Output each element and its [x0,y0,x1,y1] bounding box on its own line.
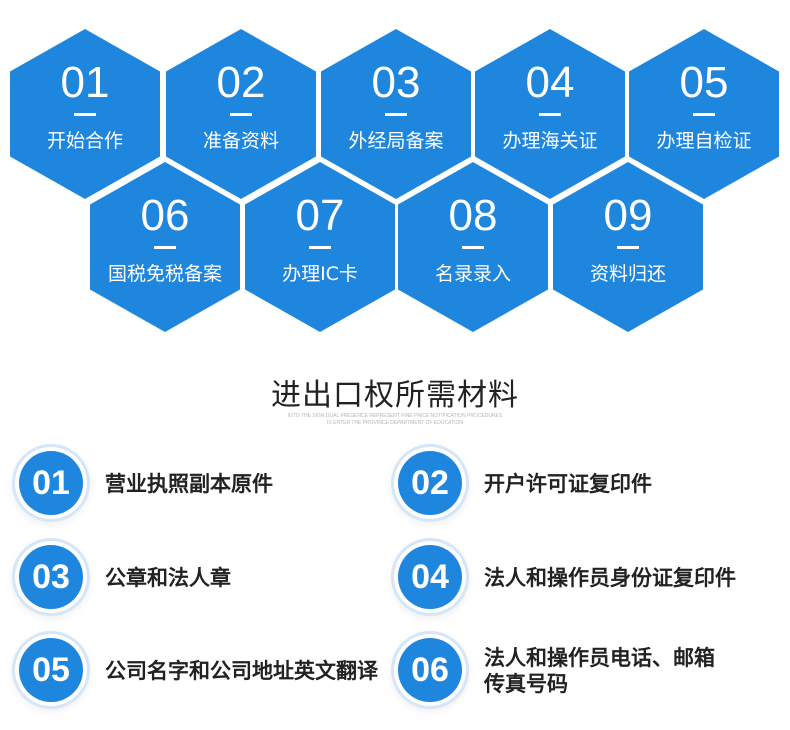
step-hex-09: 09 资料归还 [553,162,703,332]
material-text-04: 法人和操作员身份证复印件 [484,566,736,590]
step-hex-04: 04 办理海关证 [475,29,625,199]
step-label: 外经局备案 [348,130,444,152]
material-number: 01 [32,464,70,502]
step-divider [693,113,715,116]
step-hex-03: 03 外经局备案 [321,29,471,199]
material-badge-02: 02 [398,451,462,515]
materials-title: 进出口权所需材料 [271,378,519,413]
step-number: 04 [525,58,575,107]
step-number: 03 [371,58,421,107]
subtitle-line-2: IS ENTER THE PROVINCE DEPARTMENT OF EDUC… [327,420,463,426]
material-text-01: 营业执照副本原件 [105,472,273,496]
material-text-06: 法人和操作员电话、邮箱 传真号码 [484,646,715,696]
step-hex-01: 01 开始合作 [10,29,160,199]
step-number: 08 [448,191,498,240]
step-hex-08: 08 名录录入 [398,162,548,332]
material-badge-06: 06 [398,638,462,702]
step-label: 办理自检证 [656,130,752,152]
material-text-03: 公章和法人章 [105,566,231,590]
step-hex-06: 06 国税免税备案 [90,162,240,332]
step-number: 06 [140,191,190,240]
material-badge-05: 05 [19,638,83,702]
step-number: 02 [216,58,266,107]
step-divider [617,246,639,249]
step-divider [154,246,176,249]
step-divider [385,113,407,116]
material-number: 03 [32,558,70,596]
step-hex-07: 07 办理IC卡 [245,162,395,332]
step-label: 名录录入 [434,263,511,285]
step-label: 准备资料 [202,130,279,152]
material-badge-03: 03 [19,545,83,609]
step-divider [309,246,331,249]
material-number: 06 [411,651,449,689]
step-divider [462,246,484,249]
step-divider [230,113,252,116]
step-label: 办理IC卡 [282,263,358,285]
material-badge-01: 01 [19,451,83,515]
material-number: 02 [411,464,449,502]
step-number: 07 [295,191,345,240]
material-text-02: 开户许可证复印件 [484,472,652,496]
material-badge-04: 04 [398,545,462,609]
subtitle-line-1: INTO THE SIGN DUAL PRESENCE REPRESENT FI… [287,413,503,419]
material-number: 05 [32,651,70,689]
material-text-05: 公司名字和公司地址英文翻译 [105,659,378,683]
step-hex-05: 05 办理自检证 [629,29,779,199]
step-label: 开始合作 [46,130,123,152]
step-number: 01 [60,58,110,107]
step-label: 国税免税备案 [107,263,222,285]
step-label: 资料归还 [589,263,666,285]
material-number: 04 [411,558,449,596]
step-hex-02: 02 准备资料 [166,29,316,199]
step-divider [539,113,561,116]
step-number: 09 [603,191,653,240]
step-label: 办理海关证 [502,130,598,152]
step-number: 05 [679,58,729,107]
step-divider [74,113,96,116]
